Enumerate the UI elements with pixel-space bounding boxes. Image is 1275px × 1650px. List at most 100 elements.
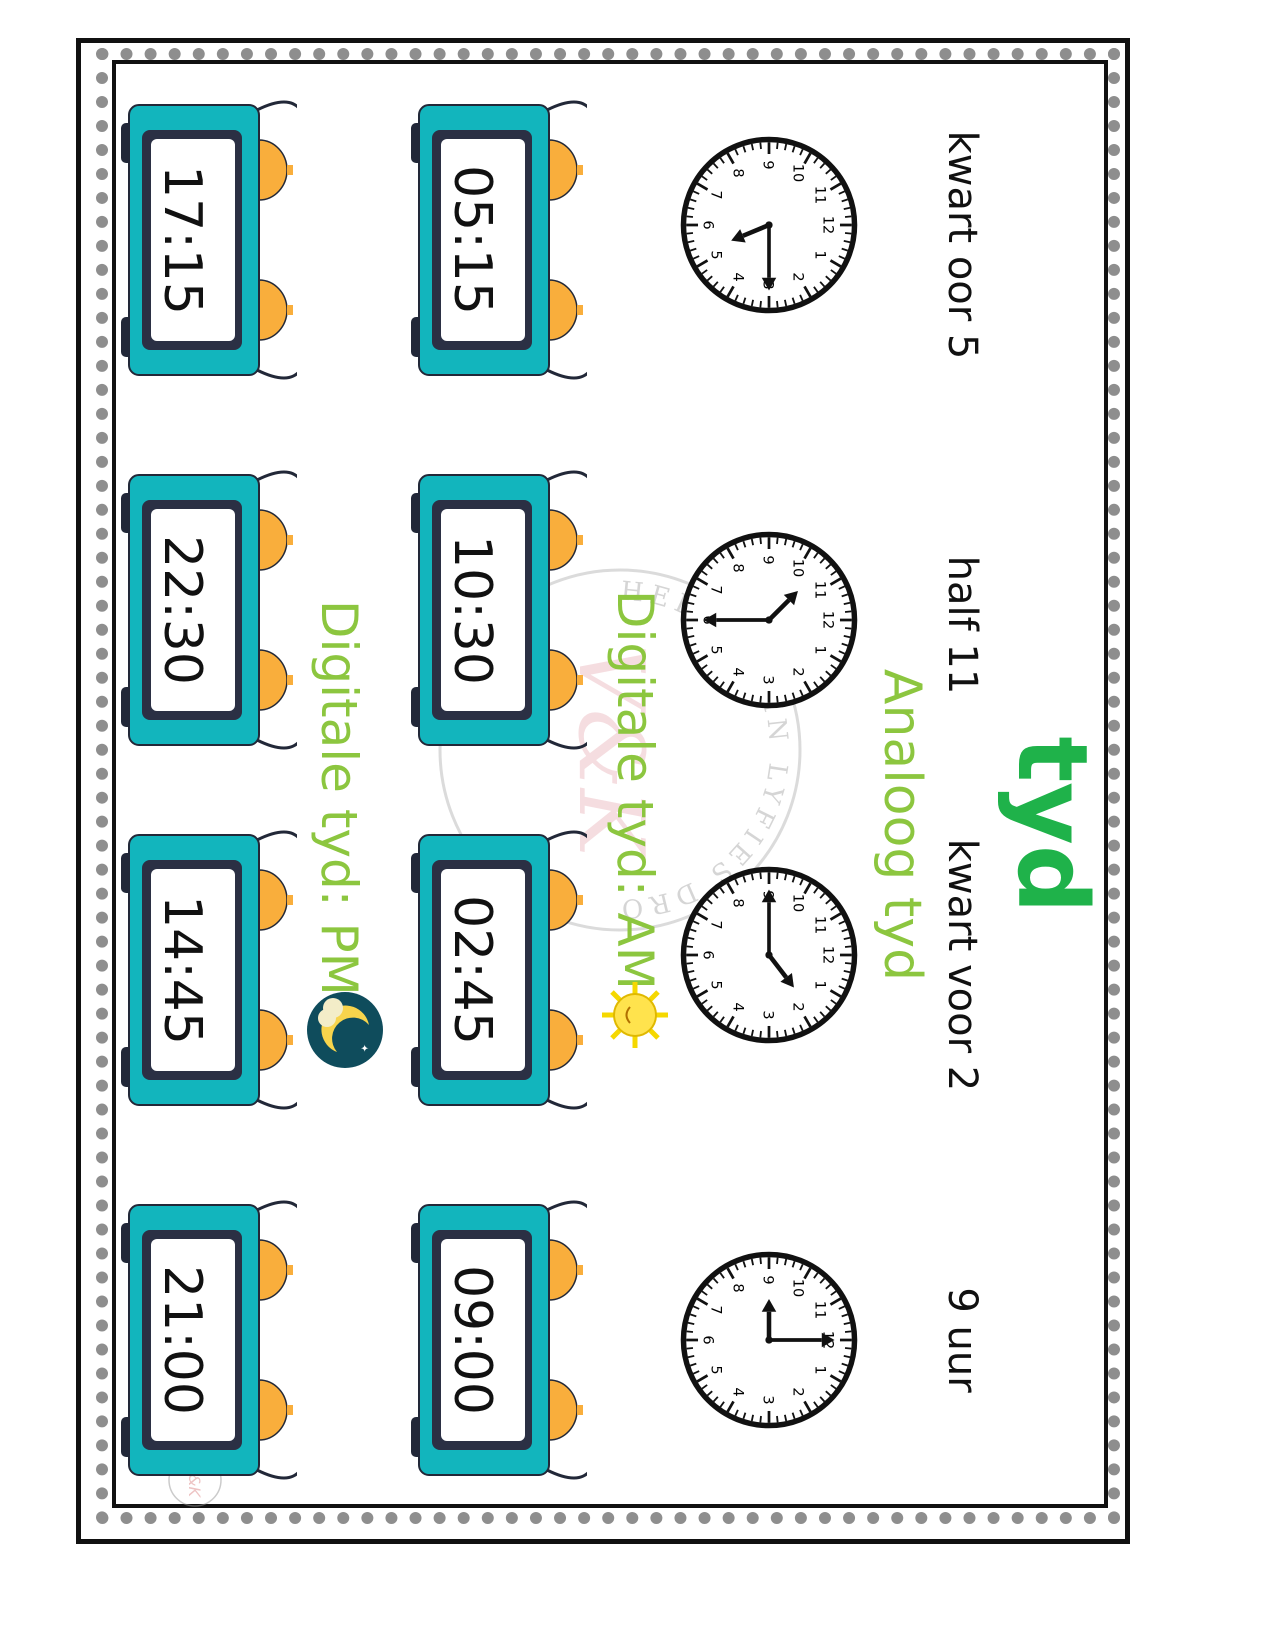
clock-tick: [829, 1374, 842, 1383]
clock-tick: [696, 577, 709, 586]
clock-tick: [726, 1015, 735, 1028]
clock-label: half 11: [939, 555, 985, 695]
clock-number: 8: [730, 563, 747, 572]
clock-tick: [750, 1414, 754, 1422]
clock-tick: [759, 142, 762, 150]
clock-number: 3: [760, 675, 777, 684]
clock-tick: [692, 255, 700, 260]
clock-tick: [776, 872, 779, 880]
clock-tick: [719, 887, 725, 894]
clock-tick: [803, 882, 812, 895]
clock-tick: [689, 928, 697, 933]
clock-tick: [689, 1362, 697, 1367]
bell: [258, 279, 288, 341]
clock-tick: [830, 1384, 837, 1390]
clock-number: 10: [790, 894, 807, 913]
clock-tick: [844, 232, 852, 235]
sound-wave: [546, 729, 597, 750]
clock-number: 11: [812, 581, 829, 600]
clock-number: 8: [730, 168, 747, 177]
clock-number: 11: [812, 1301, 829, 1320]
digital-alarm-clock: 05:15: [407, 95, 597, 385]
clock-tick: [692, 1370, 700, 1375]
sound-wave: [546, 359, 597, 380]
clock-tick: [734, 1409, 739, 1417]
clock-tick: [819, 557, 826, 564]
clock-tick: [813, 1272, 819, 1279]
clock-tick: [829, 182, 842, 191]
clock-tick: [687, 1355, 695, 1359]
analog-clock: 123456789101112: [680, 1251, 858, 1429]
clock-tick: [742, 1027, 747, 1035]
clock-tick: [706, 275, 713, 282]
clock-tick: [712, 892, 719, 899]
clock-tick: [838, 1305, 846, 1310]
clock-tick: [838, 255, 846, 260]
clock-tick: [701, 269, 708, 275]
clock-tick: [843, 1321, 851, 1325]
sound-wave: [256, 100, 307, 121]
clock-tick: [776, 1415, 779, 1423]
clock-tick: [784, 694, 788, 702]
digital-alarm-clock: 10:30: [407, 465, 597, 755]
clock-tick: [742, 297, 747, 305]
bell: [548, 1239, 578, 1301]
digital-alarm-clock: 21:00: [117, 1195, 307, 1485]
clock-tick: [784, 299, 788, 307]
clock-number: 12: [820, 216, 837, 235]
clock-tick: [734, 543, 739, 551]
clock-tick: [692, 585, 700, 590]
digital-time: 02:45: [442, 895, 502, 1045]
clock-tick: [689, 977, 697, 982]
sound-wave: [546, 1459, 597, 1480]
clock-tick: [791, 297, 796, 305]
clock-tick: [799, 878, 804, 886]
clock-tick: [791, 540, 796, 548]
analog-clock: 123456789101112: [680, 136, 858, 314]
clock-tick: [841, 977, 849, 982]
minute-hand: [761, 225, 777, 291]
clock-tick: [696, 259, 709, 268]
clock-tick: [686, 610, 694, 613]
clock-tick: [799, 148, 804, 156]
clock-tick: [791, 145, 796, 153]
clock-tick: [759, 872, 762, 880]
clock-tick: [844, 1330, 852, 1333]
clock-tick: [829, 259, 842, 268]
bell: [258, 139, 288, 201]
clock-tick: [791, 1027, 796, 1035]
clock-tick: [726, 547, 735, 560]
bell: [548, 869, 578, 931]
clock-tick: [687, 601, 695, 605]
analog-clock: 123456789101112: [680, 531, 858, 709]
clock-number: 6: [699, 1335, 716, 1344]
clock-tick: [706, 168, 713, 175]
clock-tick: [819, 281, 826, 288]
clock-tick: [819, 892, 826, 899]
clock-tick: [776, 695, 779, 703]
clock-tick: [686, 962, 694, 965]
clock-tick: [799, 543, 804, 551]
clock-tick: [843, 1355, 851, 1359]
clock-number: 5: [708, 1365, 725, 1374]
clock-tick: [825, 1390, 832, 1397]
clock-tick: [712, 676, 719, 683]
clock-tick: [844, 945, 852, 948]
clock-tick: [750, 538, 754, 546]
digital-pm-heading: Digitale tyd: PM: [310, 600, 368, 996]
clock-tick: [841, 247, 849, 252]
clock-tick: [829, 989, 842, 998]
clock-tick: [686, 232, 694, 235]
clock-tick: [692, 650, 700, 655]
clock-tick: [701, 905, 708, 911]
clock-tick: [726, 152, 735, 165]
clock-tick: [750, 873, 754, 881]
clock-tick: [813, 1401, 819, 1408]
clock-tick: [784, 1414, 788, 1422]
clock-tick: [712, 1277, 719, 1284]
clock-tick: [759, 1257, 762, 1265]
clock-tick: [742, 540, 747, 548]
clock-tick: [696, 989, 709, 998]
clock-tick: [687, 970, 695, 974]
clock-tick: [799, 294, 804, 302]
